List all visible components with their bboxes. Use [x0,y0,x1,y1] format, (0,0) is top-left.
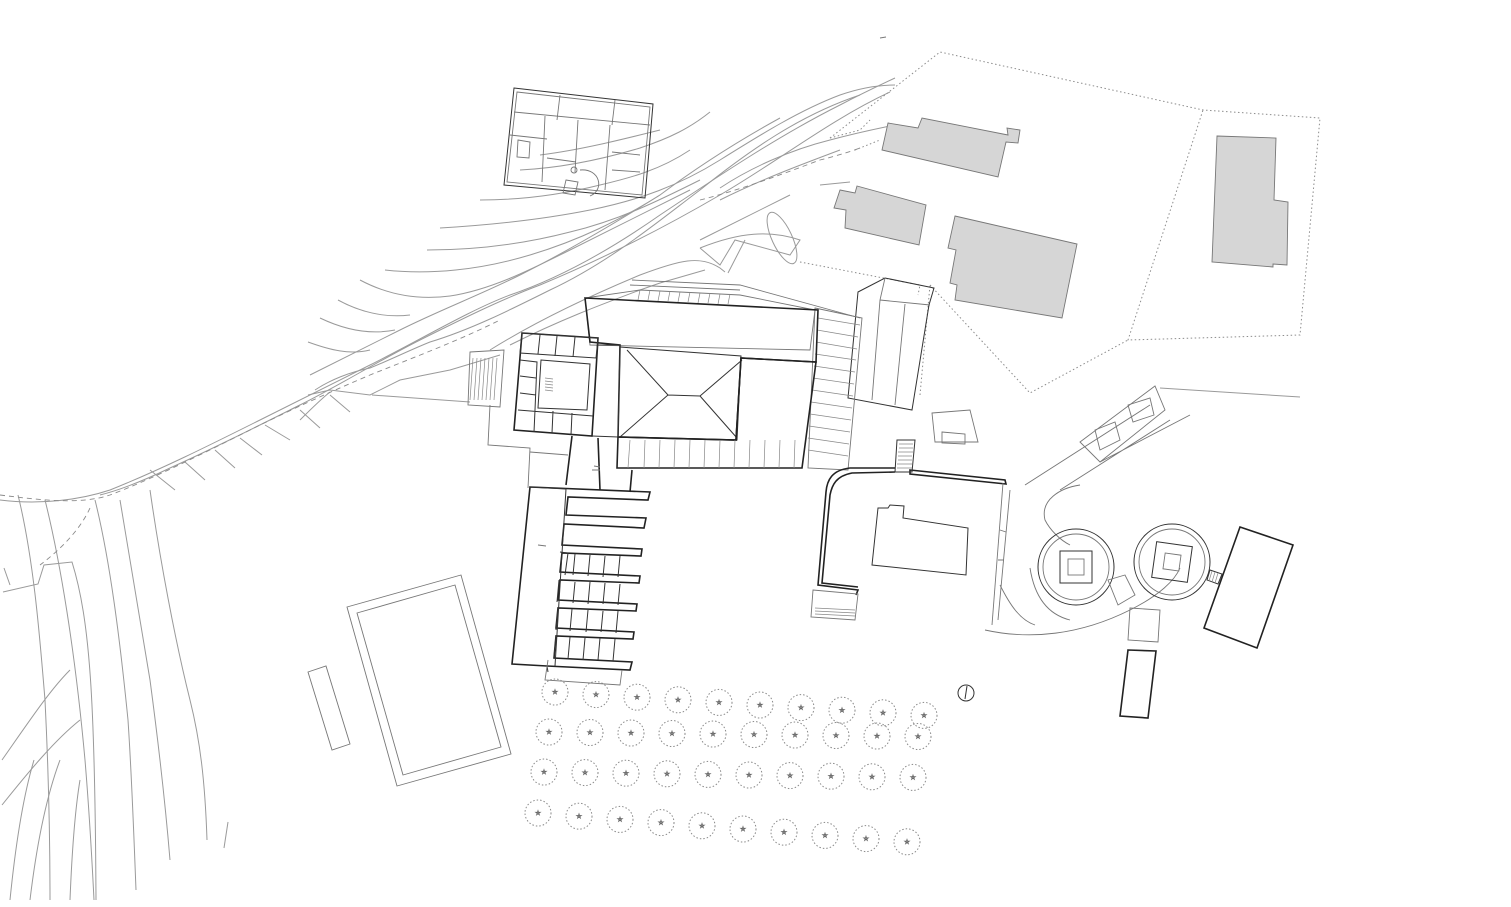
tree-icon [541,678,569,706]
tree-grid [524,678,938,856]
east-courtyard [810,439,1011,626]
tree-icon [617,719,645,747]
access-road [149,181,851,491]
tree-trunk-mark [657,818,665,826]
neighbour-buildings [833,36,1289,319]
tree-trunk-mark [745,771,753,778]
tree-icon [893,828,921,856]
tree-trunk-mark [920,711,928,719]
tree-icon [705,688,733,716]
neighbour-house-plan [503,87,654,199]
tree-icon [822,722,850,749]
tree-icon [735,761,763,789]
tree-trunk-mark [551,688,559,695]
tree-icon [770,818,798,846]
tree-icon [910,701,938,729]
tree-icon [746,691,774,719]
tree-icon [869,699,897,727]
tree-trunk-mark [868,773,876,780]
tree-icon [571,759,599,787]
tree-trunk-mark [616,815,624,823]
tree-icon [653,760,681,788]
tree-icon [623,683,651,711]
tree-icon [729,815,757,843]
tree-trunk-mark [668,729,676,737]
north-arrow-icon [957,684,975,702]
tree-trunk-mark [827,772,835,780]
tree-trunk-mark [879,709,887,716]
tree-icon [858,763,886,791]
topographic-contours [0,77,896,901]
tree-trunk-mark [575,812,583,820]
tree-trunk-mark [903,838,911,845]
tree-trunk-mark [739,825,747,832]
tree-trunk-mark [821,831,829,839]
tree-icon [582,681,610,709]
tree-trunk-mark [540,768,548,775]
tree-icon [688,812,716,840]
tree-icon [576,719,604,746]
tree-trunk-mark [586,728,594,736]
tree-icon [787,694,815,722]
tree-icon [811,821,839,849]
tree-trunk-mark [750,730,758,738]
tree-icon [781,721,809,749]
tree-trunk-mark [786,771,794,779]
round-towers [984,484,1295,719]
pool-field [307,574,512,787]
tree-icon [817,762,845,790]
tree-trunk-mark [698,822,706,829]
tree-trunk-mark [709,730,717,737]
tree-icon [863,722,891,750]
tree-icon [658,720,686,747]
tree-trunk-mark [592,690,600,698]
tree-trunk-mark [622,769,630,777]
tree-icon [694,760,722,788]
tree-icon [524,799,552,827]
tree-trunk-mark [674,696,682,703]
tree-trunk-mark [704,770,712,778]
tree-trunk-mark [797,703,805,711]
tree-icon [565,802,593,830]
tree-trunk-mark [663,770,671,777]
tree-trunk-mark [914,732,922,740]
tree-icon [740,721,768,748]
tree-trunk-mark [838,706,846,714]
tree-trunk-mark [832,731,840,739]
tree-trunk-mark [756,701,764,708]
tree-icon [852,825,880,853]
tree-trunk-mark [791,731,799,738]
small-outbuildings [847,277,1191,491]
tree-trunk-mark [909,773,917,781]
tree-trunk-mark [627,729,635,736]
tree-trunk-mark [780,828,788,836]
tree-icon [606,805,634,833]
tree-icon [535,718,563,746]
tree-icon [664,686,692,714]
tree-icon [776,762,804,790]
tree-trunk-mark [534,809,542,816]
tree-icon [828,696,856,724]
tree-icon [899,763,927,791]
tree-trunk-mark [715,698,723,706]
tree-trunk-mark [581,768,589,776]
tree-trunk-mark [545,728,553,735]
tree-trunk-mark [862,834,870,842]
property-boundaries [799,51,1321,398]
tree-icon [699,720,727,748]
tree-trunk-mark [633,693,641,701]
tree-icon [904,723,932,750]
tree-trunk-mark [873,732,881,739]
main-building [467,279,863,686]
tree-icon [530,758,558,786]
tree-icon [647,809,675,837]
tree-icon [612,759,640,787]
